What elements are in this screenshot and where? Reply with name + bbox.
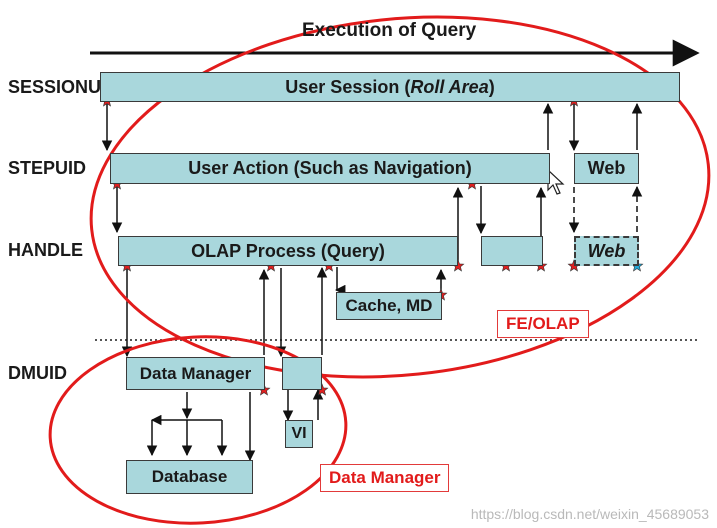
olap-subprocess-box [481, 236, 543, 266]
vi-box: VI [285, 420, 313, 448]
user-action-box: User Action (Such as Navigation) [110, 153, 550, 184]
olap-process-box: OLAP Process (Query) [118, 236, 458, 266]
diagram-title: Execution of Query [302, 20, 477, 41]
web-step-box: Web [574, 153, 639, 184]
data-manager-ellipse [48, 335, 348, 525]
user-session-box: User Session (Roll Area) [100, 72, 680, 102]
data-manager-group-label: Data Manager [320, 464, 450, 492]
fe-olap-ellipse [89, 15, 711, 379]
database-box: Database [126, 460, 253, 494]
web-handle-box: Web [574, 236, 639, 266]
user-session-italic: Roll Area [410, 76, 489, 97]
level-label-sessionuid: SESSIONUID [8, 77, 120, 97]
watermark: https://blog.csdn.net/weixin_45689053 [470, 506, 709, 522]
fe-olap-group-label: FE/OLAP [497, 310, 589, 338]
connector-lines [101, 100, 643, 462]
level-label-stepuid: STEPUID [8, 158, 87, 178]
level-label-handle: HANDLE [8, 240, 83, 260]
level-label-dmuid: DMUID [8, 363, 67, 383]
user-session-suffix: ) [488, 76, 495, 97]
dm-secondary-box [282, 357, 322, 390]
cache-md-box: Cache, MD [336, 292, 442, 320]
user-session-prefix: User Session ( [285, 76, 411, 97]
mouse-cursor-icon [547, 168, 565, 195]
data-manager-box: Data Manager [126, 357, 265, 390]
